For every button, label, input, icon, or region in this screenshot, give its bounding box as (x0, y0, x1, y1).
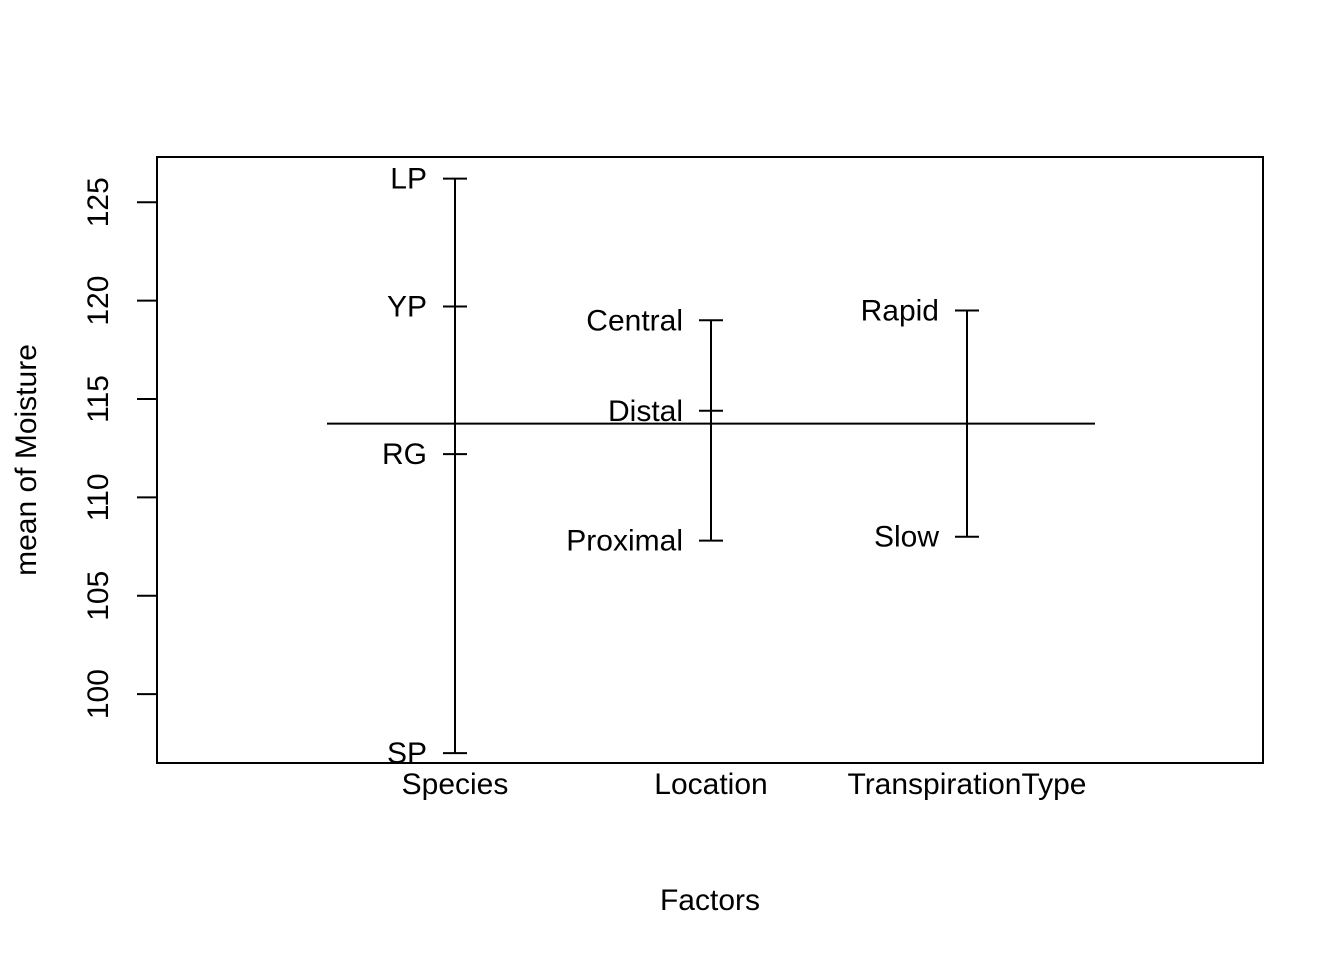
level-label: RG (382, 438, 427, 471)
x-axis-title: Factors (660, 884, 760, 917)
level-label: SP (387, 737, 427, 770)
level-label: Distal (608, 395, 683, 428)
y-tick-label: 110 (82, 473, 115, 521)
y-tick-label: 105 (82, 571, 115, 621)
level-label: YP (387, 291, 427, 324)
level-label: Central (586, 304, 683, 337)
y-tick-label: 120 (82, 276, 115, 326)
factor-label: Species (402, 768, 509, 801)
factor-label: Location (654, 768, 767, 801)
y-tick-label: 100 (82, 669, 115, 719)
y-axis: 100 105 110 115 120 125 (82, 177, 158, 719)
y-tick-label: 115 (82, 375, 115, 423)
level-label: Slow (874, 521, 939, 554)
factor-label: TranspirationType (847, 768, 1086, 801)
level-label: Proximal (566, 525, 683, 558)
level-label: LP (390, 163, 427, 196)
y-tick-label: 125 (82, 177, 115, 227)
y-axis-title: mean of Moisture (10, 344, 43, 576)
x-axis: Species Location TranspirationType (402, 768, 1087, 801)
level-label: Rapid (861, 294, 939, 327)
